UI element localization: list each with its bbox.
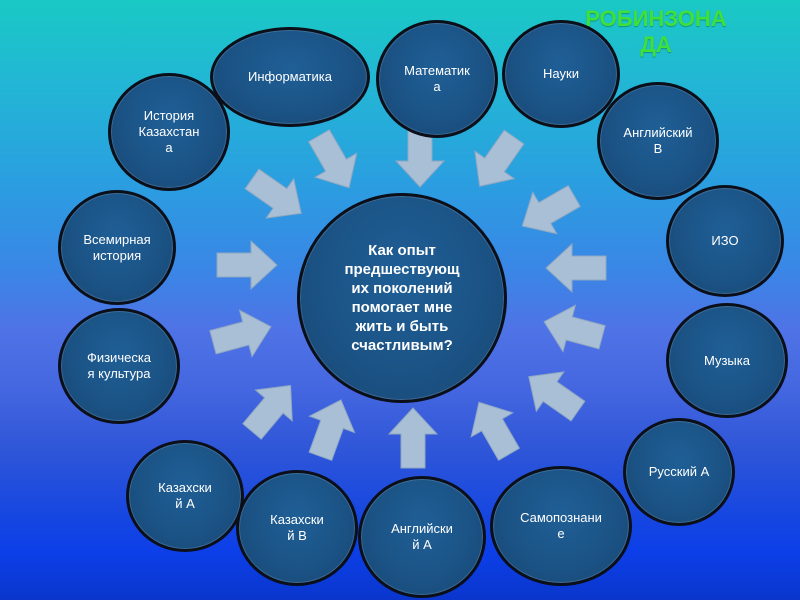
arrow-from-kazakh-a <box>233 369 310 448</box>
arrow-from-samopoznanie <box>457 389 531 467</box>
bubble-world-history: Всемирная история <box>58 190 176 305</box>
arrow-from-muzyka <box>537 298 609 361</box>
bubble-matematika: Математик а <box>376 20 498 138</box>
arrow-from-istoria <box>237 158 316 234</box>
bubble-english-b: Английский В <box>597 82 719 200</box>
bubble-informatika: Информатика <box>210 27 370 127</box>
arrow-from-nauki <box>459 122 535 201</box>
bubble-russian-a: Русский А <box>623 418 735 526</box>
arrow-from-phys <box>206 303 278 366</box>
slide-title: РОБИНЗОНА ДА <box>585 6 727 57</box>
bubble-muzyka: Музыка <box>666 303 788 418</box>
bubble-world-history-label: Всемирная история <box>83 231 151 263</box>
bubble-samopoznanie-label: Самопознани е <box>520 510 602 541</box>
arrow-from-informatika <box>297 123 371 201</box>
arrow-from-izo <box>545 243 607 293</box>
bubble-istoria-kazakhstana: История Казахстан а <box>108 73 230 191</box>
arrow-from-russian-a <box>514 356 593 432</box>
arrow-from-english-b <box>509 174 587 248</box>
bubble-kazakh-a: Казахски й А <box>126 440 244 552</box>
bubble-russian-a-label: Русский А <box>648 464 710 479</box>
bubble-kazakh-a-label: Казахски й А <box>158 480 212 511</box>
bubble-english-a-label: Английски й А <box>391 521 453 552</box>
bubble-istoria-kazakhstana-label: История Казахстан а <box>138 108 200 155</box>
bubble-nauki: Науки <box>502 20 620 128</box>
central-question-bubble: Как опыт предшествующ их поколений помог… <box>297 193 507 403</box>
bubble-phys-culture: Физическа я культура <box>58 308 180 424</box>
bubble-phys-culture-label: Физическа я культура <box>86 350 152 381</box>
arrow-from-kazakh-b <box>297 391 364 466</box>
bubble-informatika-label: Информатика <box>248 69 332 84</box>
bubble-nauki-label: Науки <box>543 66 579 81</box>
bubble-english-b-label: Английский В <box>623 125 693 156</box>
bubble-english-a: Английски й А <box>358 476 486 598</box>
bubble-matematika-label: Математик а <box>404 63 470 94</box>
bubble-samopoznanie: Самопознани е <box>490 466 632 586</box>
bubble-muzyka-label: Музыка <box>704 352 750 368</box>
arrow-from-english-a <box>388 407 438 469</box>
bubble-kazakh-b: Казахски й В <box>236 470 358 586</box>
bubble-izo-label: ИЗО <box>711 233 739 248</box>
bubble-kazakh-b-label: Казахски й В <box>270 512 324 543</box>
bubble-izo: ИЗО <box>666 185 784 297</box>
central-question-text: Как опыт предшествующ их поколений помог… <box>344 242 460 354</box>
arrow-from-world-history <box>216 240 278 290</box>
